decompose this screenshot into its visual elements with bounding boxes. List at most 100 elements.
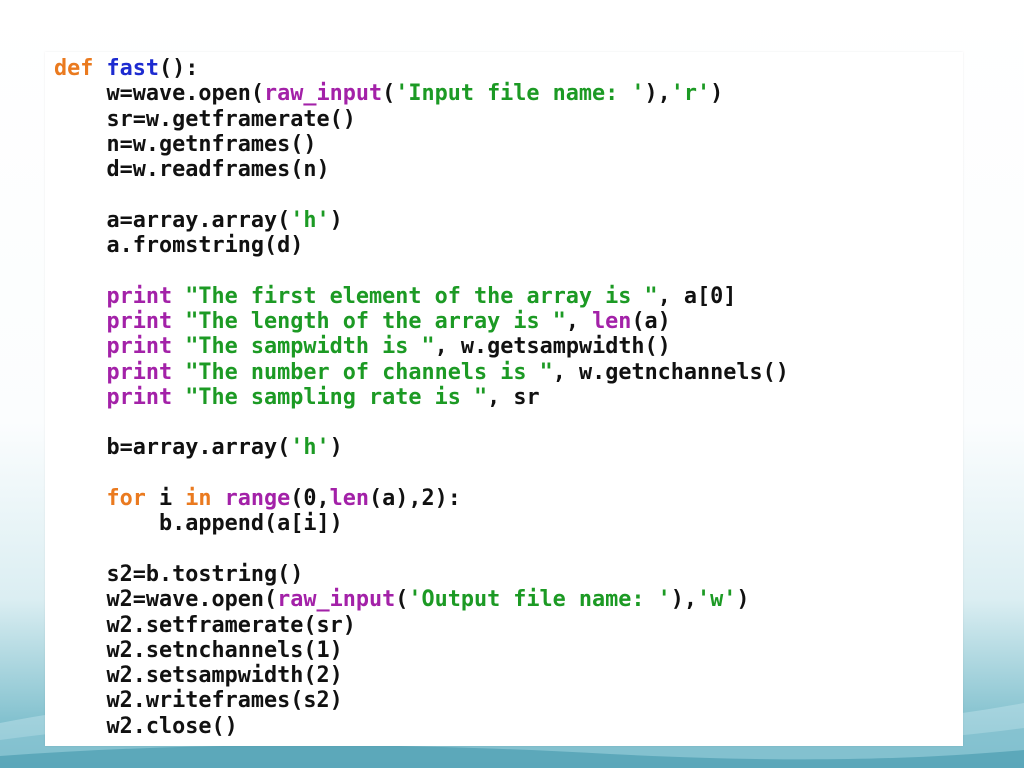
code-line: d=w.readframes(n) [54,157,789,182]
code-token-plain [54,334,107,359]
code-token-plain: , w.getsampwidth() [434,334,671,360]
code-token-plain: w2.setframerate(sr) [54,612,356,638]
code-token-plain: ), [644,81,671,107]
code-token-builtin: print [106,283,173,309]
code-line: def fast(): [54,56,789,81]
code-token-plain [54,309,107,334]
code-token-plain: b=array.array( [54,435,291,461]
code-line: w2.close() [54,714,789,739]
code-token-builtin: print [106,308,173,334]
code-line: b.append(a[i]) [54,511,789,536]
code-panel: def fast(): w=wave.open(raw_input('Input… [45,52,963,746]
code-line: print "The first element of the array is… [54,284,789,309]
code-line: w=wave.open(raw_input('Input file name: … [54,81,789,106]
code-token-plain [172,385,185,410]
code-token-string: 'h' [290,207,330,233]
code-token-plain: w=wave.open( [54,81,264,107]
code-token-plain: , [565,308,593,334]
code-token-plain: d=w.readframes(n) [54,157,330,183]
code-token-plain: w2.writeframes(s2) [54,688,343,714]
code-token-plain: ) [329,207,343,233]
code-token-plain [54,360,107,385]
code-line: w2=wave.open(raw_input('Output file name… [54,587,789,612]
code-token-plain [172,309,185,334]
code-line: a=array.array('h') [54,208,789,233]
code-token-builtin: raw_input [263,81,383,107]
code-line: s2=b.tostring() [54,562,789,587]
code-token-plain: ) [736,587,750,613]
code-token-plain: a=array.array( [54,207,291,233]
code-token-plain: ) [710,81,724,107]
code-token-plain: ), [670,587,698,613]
code-line: print "The length of the array is ", len… [54,309,789,334]
code-line: for i in range(0,len(a),2): [54,486,789,511]
code-token-plain [93,56,106,81]
code-token-plain: (): [159,56,199,81]
code-token-plain: a.fromstring(d) [54,233,304,259]
code-token-plain: , w.getnchannels() [552,359,789,385]
code-line: print "The sampwidth is ", w.getsampwidt… [54,334,789,359]
code-token-plain: n=w.getnframes() [54,131,317,157]
code-token-plain: w2.setsampwidth(2) [54,663,343,689]
code-line: w2.setframerate(sr) [54,613,789,638]
code-line [54,258,789,283]
code-token-plain [172,360,185,385]
code-token-string: 'w' [697,587,737,613]
code-token-builtin: print [106,384,173,410]
code-token-string: 'r' [670,81,711,107]
code-token-plain: sr=w.getframerate() [54,106,356,132]
code-token-plain: (a) [631,308,671,334]
code-line: a.fromstring(d) [54,233,789,258]
code-token-plain [54,385,107,410]
code-token-builtin: len [592,308,632,334]
code-line: print "The number of channels is ", w.ge… [54,360,789,385]
code-token-plain: , a[0] [657,283,737,309]
code-token-plain [54,284,107,309]
code-token-plain: s2=b.tostring() [54,561,304,587]
code-token-plain [212,486,225,511]
code-line [54,410,789,435]
code-token-plain: (a),2): [369,486,461,512]
code-token-plain: ) [329,435,343,461]
code-line [54,537,789,562]
code-token-builtin: raw_input [277,587,396,613]
code-token-builtin: print [106,359,173,385]
code-line: w2.setsampwidth(2) [54,663,789,688]
code-token-string: "The first element of the array is " [185,283,658,309]
code-line: n=w.getnframes() [54,132,789,157]
code-token-string: 'h' [290,435,330,461]
code-line: sr=w.getframerate() [54,107,789,132]
code-token-builtin: print [106,334,173,360]
code-token-string: 'Input file name: ' [395,81,645,107]
code-token-plain [172,334,185,359]
code-token-plain [172,284,185,309]
code-token-func: fast [106,56,160,81]
code-token-plain: i [145,486,186,512]
code-token-keyword: in [185,486,212,512]
code-line [54,461,789,486]
code-token-plain: w2.close() [54,713,238,739]
code-token-plain [54,486,107,511]
code-line: print "The sampling rate is ", sr [54,385,789,410]
code-token-string: "The number of channels is " [185,359,553,385]
wave-band-dark [0,745,1024,768]
python-code-block: def fast(): w=wave.open(raw_input('Input… [54,56,789,739]
code-line: w2.writeframes(s2) [54,688,789,713]
code-token-plain: w2=wave.open( [54,587,278,613]
code-token-builtin: range [224,486,291,512]
code-token-plain: w2.setnchannels(1) [54,637,343,663]
code-line [54,182,789,207]
code-token-builtin: len [329,486,369,512]
code-token-plain: (0, [290,486,330,512]
code-token-string: "The length of the array is " [185,308,566,334]
code-line: w2.setnchannels(1) [54,638,789,663]
code-token-keyword: for [106,486,146,512]
code-token-plain: , sr [487,384,540,410]
code-token-plain: ( [382,81,396,107]
code-token-string: "The sampling rate is " [185,384,488,410]
code-token-string: 'Output file name: ' [408,587,671,613]
code-token-string: "The sampwidth is " [185,334,435,360]
code-token-plain: ( [395,587,409,613]
code-token-keyword: def [54,56,94,81]
code-token-plain: b.append(a[i]) [54,511,343,537]
